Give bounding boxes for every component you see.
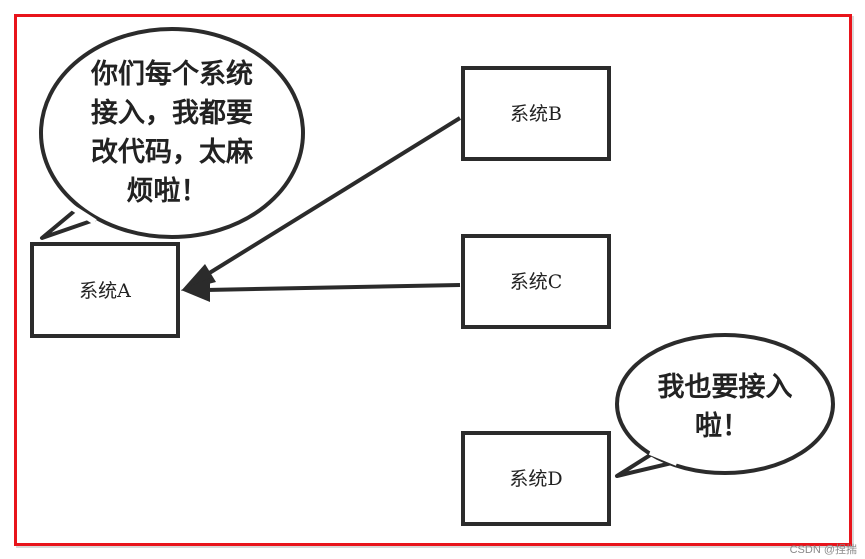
system-b-box: 系统B <box>461 66 611 161</box>
watermark: CSDN @捏揣 <box>789 544 857 556</box>
bubble-a-line-3: 改代码，太麻 <box>91 137 254 168</box>
speech-bubble-d: 我也要接入 啦！ <box>615 333 835 478</box>
bubble-a-line-4: 烦啦！ <box>127 175 208 207</box>
diagram-frame <box>14 14 852 546</box>
bubble-a-line-2: 接入，我都要 <box>91 98 253 129</box>
system-c-label: 系统C <box>510 271 563 293</box>
bubble-d-ellipse <box>615 333 835 475</box>
bubble-d-line-2: 啦！ <box>695 410 749 442</box>
system-a-label: 系统A <box>79 280 131 302</box>
system-c-box: 系统C <box>461 234 611 329</box>
arrowhead-c-to-a <box>181 278 210 302</box>
bubble-d-line-1: 我也要接入 <box>658 372 793 403</box>
arrow-c-to-a <box>205 283 461 292</box>
system-a-box: 系统A <box>30 242 180 338</box>
speech-bubble-a: 你们每个系统 接入，我都要 改代码，太麻 烦啦！ <box>39 27 305 240</box>
arrow-b-to-a <box>188 116 462 287</box>
system-d-box: 系统D <box>461 431 611 526</box>
system-d-label: 系统D <box>509 468 562 490</box>
system-b-label: 系统B <box>510 103 562 125</box>
bubble-a-ellipse <box>39 27 305 239</box>
bubble-a-line-1: 你们每个系统 <box>90 58 253 90</box>
